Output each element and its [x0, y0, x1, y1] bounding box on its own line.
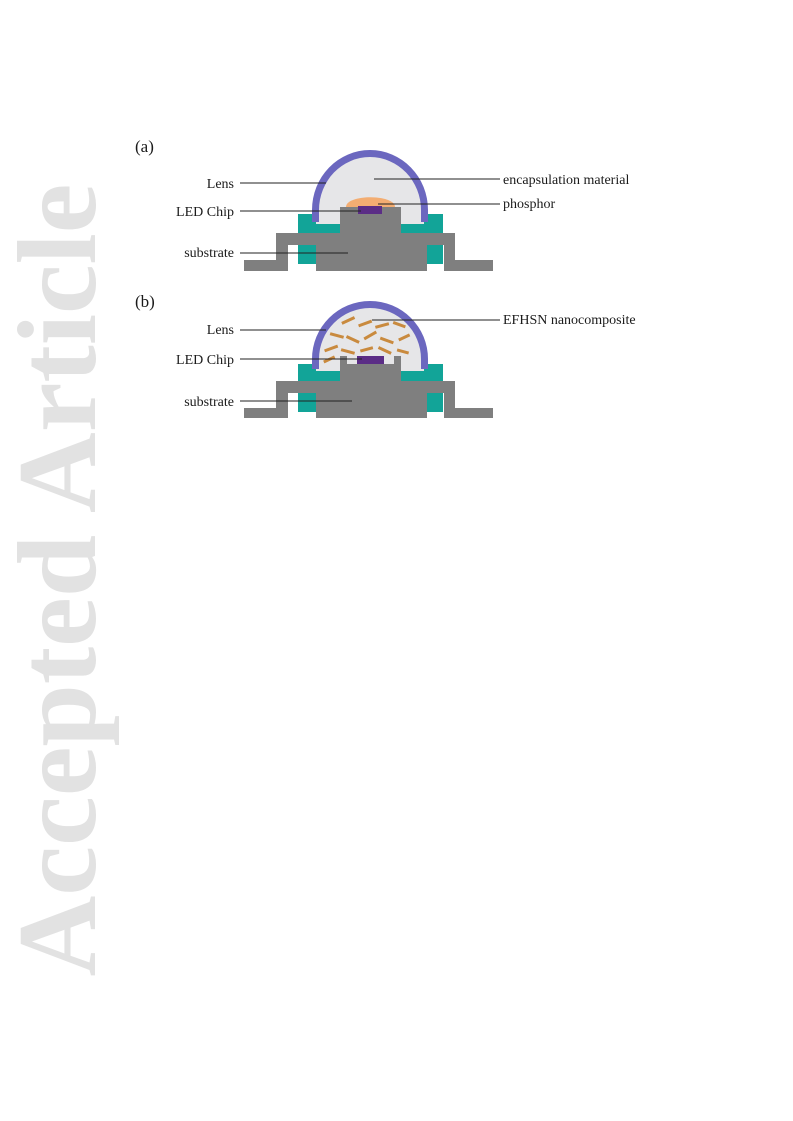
phosphor-layer: [346, 197, 395, 207]
led-chip: [358, 206, 382, 214]
panel-b: (b): [135, 292, 636, 418]
led-chip-label-a: LED Chip: [176, 205, 234, 220]
nanoparticle: [345, 335, 360, 344]
nanoparticle: [324, 344, 339, 353]
encapsulation-label-a: encapsulation material: [503, 173, 629, 188]
panel-b-label: (b): [135, 292, 155, 311]
nanoparticle: [363, 330, 378, 341]
led-chip-label-b: LED Chip: [176, 353, 234, 368]
substrate-label-b: substrate: [184, 395, 234, 410]
nanoparticle: [340, 348, 356, 355]
panel-a-label: (a): [135, 137, 154, 156]
panel-a: (a) Lens LED Chip substrate encapsulatio…: [135, 137, 629, 271]
lens-label-a: Lens: [207, 177, 234, 192]
led-chip: [357, 356, 384, 364]
nanoparticle: [341, 316, 356, 325]
nanoparticle: [374, 322, 390, 329]
efhsn-nanoparticles: [323, 316, 411, 364]
nanoparticle: [329, 332, 345, 339]
phosphor-label-a: phosphor: [503, 197, 555, 212]
nanoparticle: [358, 319, 373, 328]
nanoparticle: [359, 346, 374, 353]
nanoparticle: [392, 321, 406, 329]
lens-label-b: Lens: [207, 323, 234, 338]
nanoparticle: [377, 346, 392, 355]
encapsulation-material: [315, 152, 425, 224]
nanoparticle: [379, 336, 394, 345]
nanocomposite-label-b: EFHSN nanocomposite: [503, 313, 636, 328]
substrate-label-a: substrate: [184, 246, 234, 261]
nanoparticle: [398, 333, 411, 342]
nanoparticle: [396, 348, 410, 355]
substrate: [244, 356, 493, 418]
substrate: [244, 207, 493, 271]
